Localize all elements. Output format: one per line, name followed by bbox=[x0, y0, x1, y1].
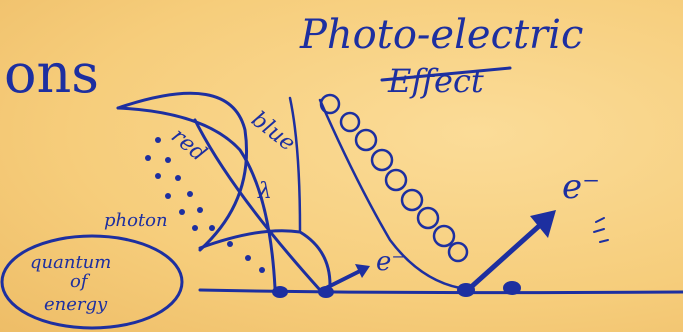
title-photoelectric: Photo-electric bbox=[299, 12, 583, 58]
surface-electron-2 bbox=[318, 286, 334, 298]
photon-circle-chain bbox=[321, 95, 467, 261]
blue-light-beam bbox=[195, 120, 320, 290]
quantum-line1: quantum bbox=[30, 252, 111, 273]
partial-word-ons: ons bbox=[4, 42, 99, 105]
quantum-line2: of bbox=[70, 271, 91, 292]
label-red: red bbox=[166, 123, 211, 166]
title-effect: Effect bbox=[387, 62, 484, 100]
motion-marks bbox=[594, 218, 608, 242]
surface-electron-1 bbox=[272, 286, 288, 298]
surface-electron-3 bbox=[457, 283, 475, 297]
blue-light-ray-lower bbox=[200, 231, 330, 285]
surface-electron-4 bbox=[503, 281, 521, 295]
label-electron-large: e⁻ bbox=[562, 167, 600, 207]
label-photon: photon bbox=[104, 210, 168, 231]
quantum-line3: energy bbox=[44, 294, 108, 315]
lambda-arrow bbox=[290, 98, 300, 230]
electron-arrow-large bbox=[470, 218, 548, 288]
